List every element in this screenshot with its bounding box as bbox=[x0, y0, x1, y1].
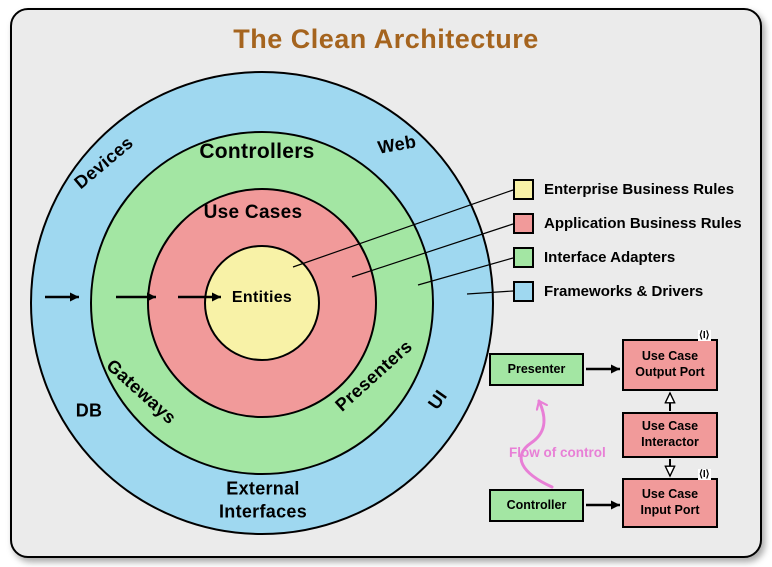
legend-label: Interface Adapters bbox=[544, 249, 676, 266]
use-case-output-port-box: Use Case Output Port bbox=[622, 339, 718, 391]
use-case-input-port-box: Use Case Input Port bbox=[622, 478, 718, 528]
legend-label: Application Business Rules bbox=[544, 215, 742, 232]
label-use-cases: Use Cases bbox=[203, 202, 303, 223]
label-db: DB bbox=[75, 400, 103, 421]
label-controllers: Controllers bbox=[199, 140, 315, 163]
page-title: The Clean Architecture bbox=[233, 24, 539, 54]
interface-icon: ⟨I⟩ bbox=[698, 330, 711, 341]
legend-label: Enterprise Business Rules bbox=[544, 181, 735, 198]
frameworks-swatch bbox=[513, 281, 534, 302]
legend: Enterprise Business Rules Application Bu… bbox=[513, 179, 742, 315]
legend-item-application: Application Business Rules bbox=[513, 213, 742, 234]
legend-label: Frameworks & Drivers bbox=[544, 283, 704, 300]
application-swatch bbox=[513, 213, 534, 234]
legend-item-adapters: Interface Adapters bbox=[513, 247, 742, 268]
adapters-swatch bbox=[513, 247, 534, 268]
legend-item-enterprise: Enterprise Business Rules bbox=[513, 179, 742, 200]
presenter-box: Presenter bbox=[489, 353, 584, 386]
use-case-interactor-box: Use Case Interactor bbox=[622, 412, 718, 458]
flow-of-control-label: Flow of control bbox=[509, 445, 606, 460]
controller-box: Controller bbox=[489, 489, 584, 522]
enterprise-swatch bbox=[513, 179, 534, 200]
label-external-interfaces: External Interfaces bbox=[218, 478, 308, 522]
label-entities: Entities bbox=[231, 289, 293, 306]
legend-item-frameworks: Frameworks & Drivers bbox=[513, 281, 742, 302]
interface-icon: ⟨I⟩ bbox=[698, 469, 711, 480]
